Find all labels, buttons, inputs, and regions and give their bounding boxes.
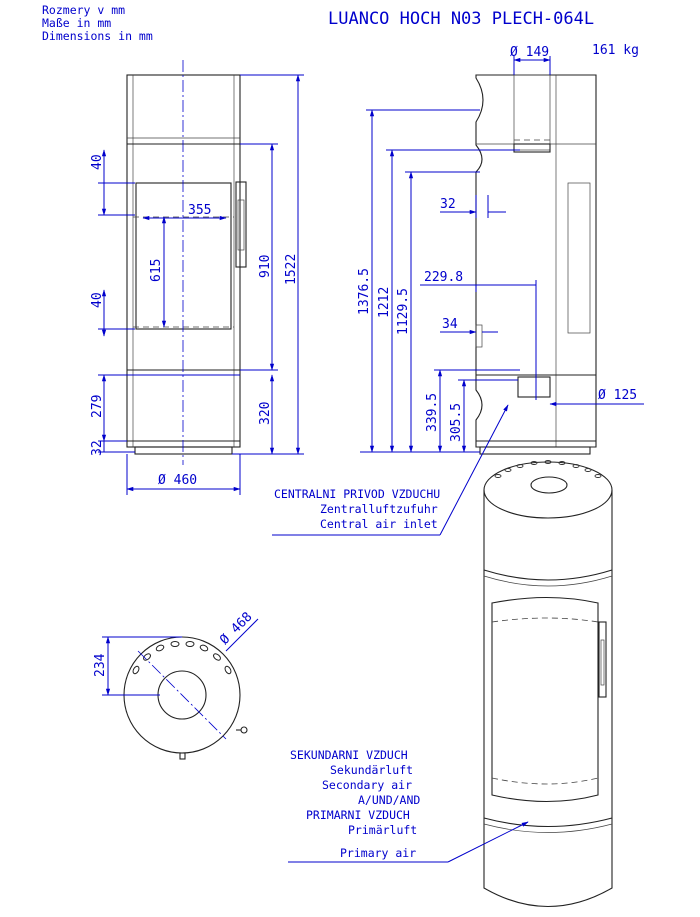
dim-front-279: 279 (90, 395, 105, 418)
dim-front-40-top: 40 (90, 154, 105, 170)
front-view: 40 40 279 32 355 615 910 1522 320 Ø (90, 60, 304, 495)
dim-top-diameter: Ø 468 (217, 610, 255, 648)
label-primary-air-de: Primärluft (348, 823, 417, 837)
air-inlet-stub (517, 376, 551, 398)
label-central-air-cz: CENTRALNI PRIVOD VZDUCHU (274, 487, 440, 501)
units-label-en: Dimensions in mm (42, 29, 153, 43)
top-view: Ø 468 234 (93, 610, 259, 760)
dim-front-355: 355 (188, 203, 211, 218)
flue-outlet (513, 143, 551, 153)
label-primary-air-cz: PRIMARNI VZDUCH (306, 808, 410, 822)
dim-side-229-8: 229.8 (424, 270, 463, 285)
side-view: Ø 149 1376.5 1212 1129.5 339.5 305.5 32 … (357, 45, 644, 455)
units-label-cz: Rozmery v mm (42, 3, 125, 17)
dim-front-910: 910 (258, 255, 273, 278)
air-supply-callout: SEKUNDARNI VZDUCH Sekundärluft Secondary… (288, 748, 529, 863)
dim-side-32: 32 (440, 197, 456, 212)
dim-front-615: 615 (149, 259, 164, 282)
label-and: A/UND/AND (358, 793, 420, 807)
stove-body-3d (483, 490, 613, 908)
weight-label: 161 kg (592, 43, 639, 58)
door-handle (235, 181, 247, 268)
door-window-front (135, 182, 232, 330)
dim-side-34: 34 (442, 317, 458, 332)
dim-side-flue-diameter: Ø 149 (510, 45, 549, 60)
label-secondary-air-cz: SEKUNDARNI VZDUCH (290, 748, 408, 762)
dim-side-305-5: 305.5 (449, 403, 464, 442)
perspective-view (483, 460, 613, 908)
central-air-callout: CENTRALNI PRIVOD VZDUCHU Zentralluftzufu… (272, 404, 509, 536)
dim-front-40-bottom: 40 (90, 292, 105, 308)
dim-front-320: 320 (258, 402, 273, 425)
stove-top-3d (483, 461, 613, 519)
dim-side-1212: 1212 (377, 287, 392, 318)
dim-top-234: 234 (93, 653, 108, 677)
dim-front-1522: 1522 (284, 254, 299, 285)
drawing-title: LUANCO HOCH N03 PLECH-064L (328, 9, 594, 29)
door-3d (491, 596, 599, 802)
label-primary-air-en: Primary air (340, 846, 416, 860)
dim-side-1376-5: 1376.5 (357, 268, 372, 315)
dim-side-1129-5: 1129.5 (396, 288, 411, 335)
dim-front-32: 32 (90, 440, 105, 456)
stove-body-side (475, 74, 597, 448)
dim-front-diameter: Ø 460 (158, 473, 197, 488)
door-handle-3d (598, 621, 607, 698)
label-secondary-air-en: Secondary air (322, 778, 412, 792)
stove-body-front (126, 74, 241, 448)
label-central-air-en: Central air inlet (320, 517, 438, 531)
units-label-de: Maße in mm (42, 16, 111, 30)
label-central-air-de: Zentralluftzufuhr (320, 502, 438, 516)
label-secondary-air-de: Sekundärluft (330, 763, 413, 777)
dim-side-air-inlet: Ø 125 (598, 388, 637, 403)
dim-side-339-5: 339.5 (425, 393, 440, 432)
